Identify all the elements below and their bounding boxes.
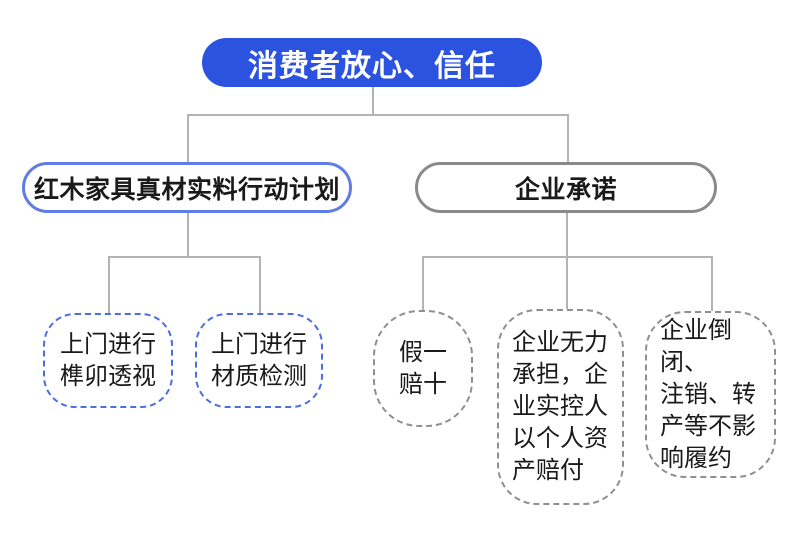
- connector-drop-leaf-1: [108, 256, 110, 313]
- connector-drop-right-branch: [567, 114, 569, 163]
- leaf-node-material-testing-label: 上门进行 材质检测: [211, 330, 307, 390]
- branch-node-commitment: 企业承诺: [415, 162, 717, 213]
- leaf-node-compensation-label: 假一 赔十: [399, 338, 447, 398]
- leaf-node-performance-guarantee: 企业倒闭、 注销、转 产等不影 响履约: [645, 311, 776, 478]
- leaf-node-material-testing: 上门进行 材质检测: [195, 313, 323, 408]
- branch-node-action-plan: 红木家具真材实料行动计划: [22, 162, 352, 213]
- connector-right-branch-stem: [566, 213, 568, 257]
- connector-drop-leaf-4: [566, 256, 568, 310]
- root-node-label: 消费者放心、信任: [248, 49, 496, 83]
- connector-left-horizontal: [108, 256, 259, 258]
- branch-node-action-plan-label: 红木家具真材实料行动计划: [33, 175, 340, 204]
- leaf-node-compensation: 假一 赔十: [373, 310, 473, 427]
- connector-left-branch-stem: [187, 213, 189, 257]
- connector-drop-left-branch: [187, 114, 189, 163]
- connector-drop-leaf-3: [422, 256, 424, 310]
- leaf-node-personal-assets-label: 企业无力 承担，企 业实控人 以个人资 产赔付: [512, 329, 608, 484]
- branch-node-commitment-label: 企业承诺: [514, 175, 617, 204]
- leaf-node-tenon-inspection-label: 上门进行 榫卯透视: [60, 330, 156, 390]
- root-node: 消费者放心、信任: [202, 38, 542, 87]
- connector-top-horizontal: [187, 114, 568, 116]
- leaf-node-performance-guarantee-label: 企业倒闭、 注销、转 产等不影 响履约: [660, 316, 756, 472]
- connector-root-riser: [372, 87, 374, 115]
- connector-drop-leaf-5: [711, 256, 713, 311]
- connector-drop-leaf-2: [259, 256, 261, 313]
- leaf-node-tenon-inspection: 上门进行 榫卯透视: [43, 313, 173, 408]
- leaf-node-personal-assets: 企业无力 承担，企 业实控人 以个人资 产赔付: [497, 309, 624, 505]
